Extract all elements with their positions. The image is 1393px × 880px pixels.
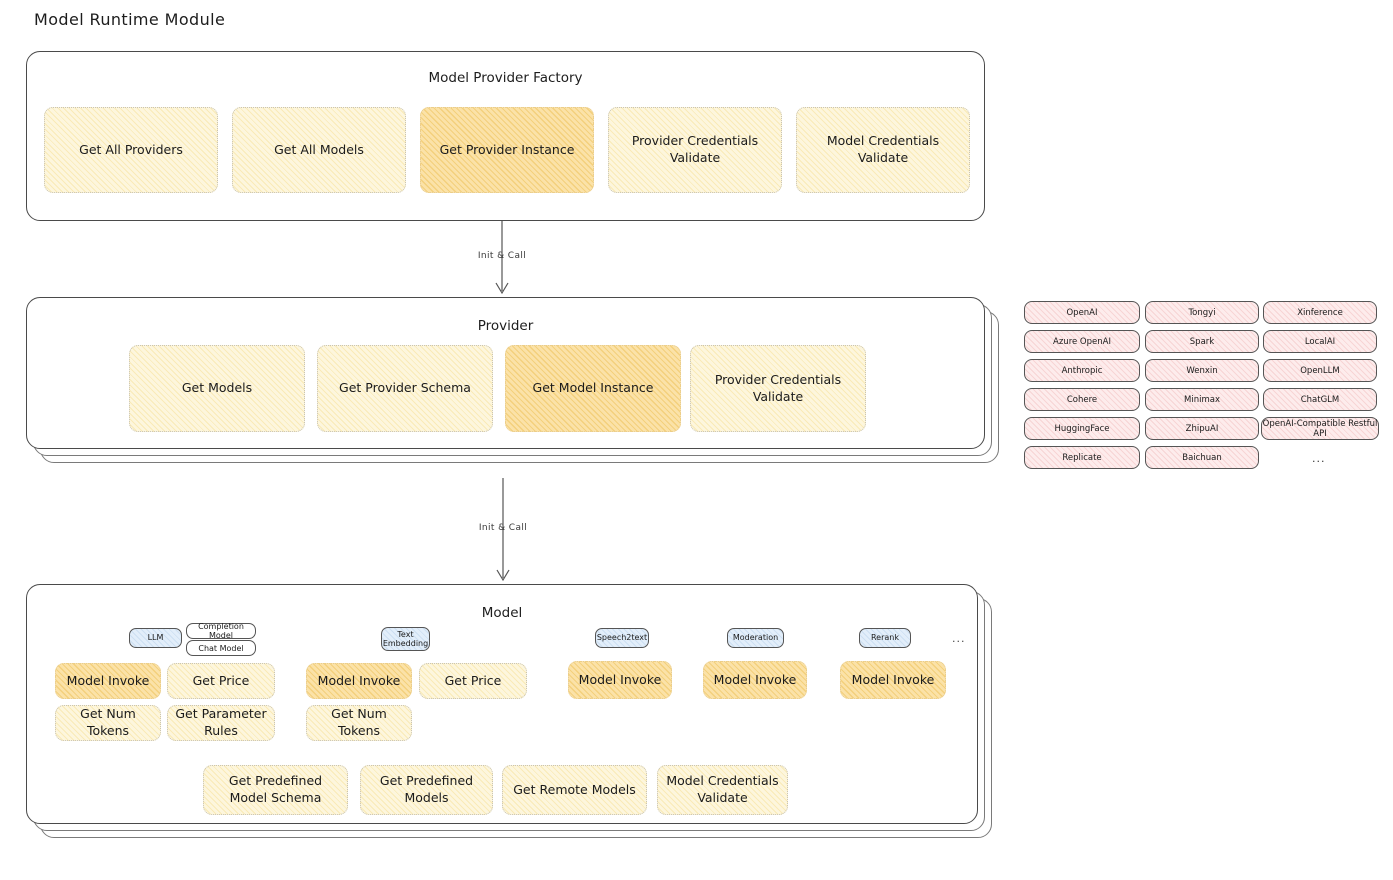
provider-chip-cohere[interactable]: Cohere — [1024, 388, 1140, 411]
arrow-label-init-and-call-2: Init & Call — [478, 523, 528, 533]
provider-chip-spark[interactable]: Spark — [1145, 330, 1259, 353]
provider-chip-openllm[interactable]: OpenLLM — [1263, 359, 1377, 382]
text-embedding-method-model-invoke[interactable]: Model Invoke — [306, 663, 412, 699]
model-subtype-chip-chat-model[interactable]: Chat Model — [186, 640, 256, 656]
arrow-factory-to-provider — [495, 221, 509, 295]
model-type-chip-speech2text[interactable]: Speech2text — [595, 628, 649, 648]
provider-chip-huggingface[interactable]: HuggingFace — [1024, 417, 1140, 440]
provider-method-get-provider-schema[interactable]: Get Provider Schema — [317, 345, 493, 432]
model-common-method-get-predefined-model-schema[interactable]: Get Predefined Model Schema — [203, 765, 348, 815]
llm-method-model-invoke[interactable]: Model Invoke — [55, 663, 161, 699]
text-embedding-method-get-price[interactable]: Get Price — [419, 663, 527, 699]
llm-method-get-parameter-rules[interactable]: Get Parameter Rules — [167, 705, 275, 741]
text-embedding-method-get-num-tokens[interactable]: Get Num Tokens — [306, 705, 412, 741]
model-type-chip-text-embedding[interactable]: Text Embedding — [381, 627, 430, 651]
factory-method-get-all-providers[interactable]: Get All Providers — [44, 107, 218, 193]
provider-chip-openai[interactable]: OpenAI — [1024, 301, 1140, 324]
provider-chip-localai[interactable]: LocalAI — [1263, 330, 1377, 353]
model-common-method-get-remote-models[interactable]: Get Remote Models — [502, 765, 647, 815]
arrow-label-init-and-call-1: Init & Call — [477, 251, 527, 261]
provider-chip-baichuan[interactable]: Baichuan — [1145, 446, 1259, 469]
provider-method-get-models[interactable]: Get Models — [129, 345, 305, 432]
provider-chip-replicate[interactable]: Replicate — [1024, 446, 1140, 469]
provider-chip-xinference[interactable]: Xinference — [1263, 301, 1377, 324]
provider-chip-minimax[interactable]: Minimax — [1145, 388, 1259, 411]
model-subtype-chip-completion-model[interactable]: Completion Model — [186, 622, 256, 640]
llm-method-get-price[interactable]: Get Price — [167, 663, 275, 699]
model-type-chip-llm[interactable]: LLM — [129, 628, 182, 648]
factory-method-model-credentials-validate[interactable]: Model Credentials Validate — [796, 107, 970, 193]
model-provider-factory-title: Model Provider Factory — [428, 70, 583, 86]
provider-chip-azure-openai[interactable]: Azure OpenAI — [1024, 330, 1140, 353]
provider-chip-anthropic[interactable]: Anthropic — [1024, 359, 1140, 382]
provider-method-provider-credentials-validate[interactable]: Provider Credentials Validate — [690, 345, 866, 432]
moderation-method-model-invoke[interactable]: Model Invoke — [703, 661, 807, 699]
rerank-method-model-invoke[interactable]: Model Invoke — [840, 661, 946, 699]
llm-method-get-num-tokens[interactable]: Get Num Tokens — [55, 705, 161, 741]
factory-method-get-provider-instance[interactable]: Get Provider Instance — [420, 107, 594, 193]
provider-method-get-model-instance[interactable]: Get Model Instance — [505, 345, 681, 432]
model-common-method-model-credentials-validate[interactable]: Model Credentials Validate — [657, 765, 788, 815]
model-type-chip-rerank[interactable]: Rerank — [859, 628, 911, 648]
model-common-method-get-predefined-models[interactable]: Get Predefined Models — [360, 765, 493, 815]
speech2text-method-model-invoke[interactable]: Model Invoke — [568, 661, 672, 699]
provider-chip-wenxin[interactable]: Wenxin — [1145, 359, 1259, 382]
model-types-more: ... — [952, 632, 966, 645]
provider-chip-tongyi[interactable]: Tongyi — [1145, 301, 1259, 324]
provider-title: Provider — [477, 318, 534, 334]
arrow-provider-to-model — [496, 478, 510, 582]
page-title: Model Runtime Module — [34, 10, 226, 29]
model-title: Model — [481, 605, 523, 621]
provider-chip-zhipuai[interactable]: ZhipuAI — [1145, 417, 1259, 440]
factory-method-get-all-models[interactable]: Get All Models — [232, 107, 406, 193]
factory-method-provider-credentials-validate[interactable]: Provider Credentials Validate — [608, 107, 782, 193]
provider-chip-chatglm[interactable]: ChatGLM — [1263, 388, 1377, 411]
provider-list-more: ... — [1312, 452, 1326, 465]
provider-chip-openai-compatible-restful-api[interactable]: OpenAI-Compatible Restful API — [1261, 417, 1379, 440]
model-type-chip-moderation[interactable]: Moderation — [727, 628, 784, 648]
